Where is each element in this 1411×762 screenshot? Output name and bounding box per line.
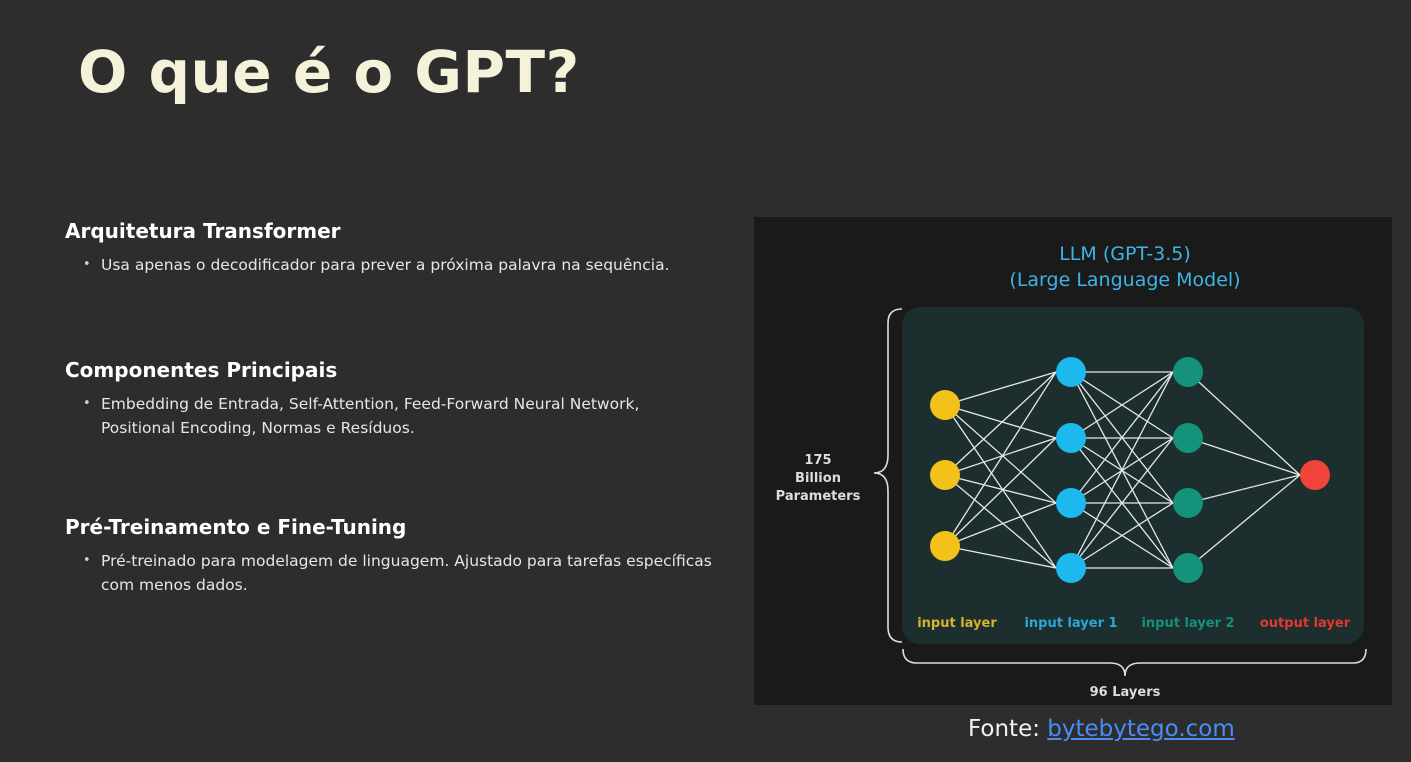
diagram-title-line2: (Large Language Model) xyxy=(1009,269,1240,291)
slide-title: O que é o GPT? xyxy=(78,38,580,106)
network-edge xyxy=(1187,371,1301,476)
section-components: Componentes Principais • Embedding de Ent… xyxy=(65,358,715,440)
network-edge xyxy=(944,371,1057,476)
network-edge xyxy=(944,474,1057,569)
section-heading: Componentes Principais xyxy=(65,358,338,382)
bullet-list: • Usa apenas o decodificador para prever … xyxy=(65,253,715,277)
hidden-layer-1-node xyxy=(1056,357,1086,387)
hidden-layer-1-node xyxy=(1056,423,1086,453)
output-layer-node xyxy=(1300,460,1330,490)
bullet-list: • Pré-treinado para modelagem de linguage… xyxy=(65,549,715,597)
network-edge xyxy=(944,371,1057,547)
network-edge xyxy=(1070,502,1174,569)
hidden-layer-2-node xyxy=(1173,488,1203,518)
list-item: • Pré-treinado para modelagem de linguage… xyxy=(83,549,715,597)
network-edge xyxy=(1070,371,1174,569)
source-link[interactable]: bytebytego.com xyxy=(1047,716,1235,742)
bullet-icon: • xyxy=(83,257,91,272)
hidden-layer-2-node xyxy=(1173,357,1203,387)
network-edge xyxy=(944,437,1057,547)
bullet-icon: • xyxy=(83,553,91,568)
section-heading: Arquitetura Transformer xyxy=(65,219,341,243)
network-edge xyxy=(944,474,1057,504)
input-layer-node xyxy=(930,460,960,490)
network-edge xyxy=(1187,437,1301,476)
section-transformer: Arquitetura Transformer • Usa apenas o de… xyxy=(65,219,715,277)
hidden-layer-2-node xyxy=(1173,423,1203,453)
network-edge xyxy=(1070,371,1174,439)
params-brace xyxy=(873,308,903,643)
network-edge xyxy=(944,404,1057,569)
bullet-text: Usa apenas o decodificador para prever a… xyxy=(101,256,670,274)
layer-label-hidden1: input layer 1 xyxy=(1024,616,1117,631)
network-edge xyxy=(944,371,1057,406)
bullet-list: • Embedding de Entrada, Self-Attention, F… xyxy=(65,392,715,440)
neural-network-figure: LLM (GPT-3.5) (Large Language Model) 175… xyxy=(776,243,1367,700)
network-nodes xyxy=(930,357,1330,583)
network-edge xyxy=(944,404,1057,504)
input-layer-node xyxy=(930,531,960,561)
section-pretraining: Pré-Treinamento e Fine-Tuning • Pré-trein… xyxy=(65,515,715,597)
hidden-layer-2-node xyxy=(1173,553,1203,583)
list-item: • Embedding de Entrada, Self-Attention, F… xyxy=(83,392,715,440)
network-edge xyxy=(1187,474,1301,504)
params-line1: 175 xyxy=(804,453,831,468)
network-edges xyxy=(944,371,1301,569)
layer-label-input: input layer xyxy=(917,616,997,631)
input-layer-node xyxy=(930,390,960,420)
network-panel xyxy=(902,307,1364,644)
network-edge xyxy=(1187,474,1301,569)
layer-label-hidden2: input layer 2 xyxy=(1141,616,1234,631)
network-edge xyxy=(944,545,1057,569)
section-heading: Pré-Treinamento e Fine-Tuning xyxy=(65,515,407,539)
network-edge xyxy=(1070,437,1174,569)
llm-diagram: LLM (GPT-3.5) (Large Language Model) 175… xyxy=(754,217,1392,705)
hidden-layer-1-node xyxy=(1056,488,1086,518)
network-edge xyxy=(1070,371,1174,504)
bullet-text: Embedding de Entrada, Self-Attention, Fe… xyxy=(101,395,640,437)
bullet-icon: • xyxy=(83,396,91,411)
layer-label-output: output layer xyxy=(1260,616,1351,631)
network-edge xyxy=(944,437,1057,476)
diagram-title-line1: LLM (GPT-3.5) xyxy=(1059,243,1191,265)
source-credit: Fonte: bytebytego.com xyxy=(968,716,1235,742)
network-edge xyxy=(944,502,1057,547)
params-line2: Billion xyxy=(795,471,841,486)
source-prefix: Fonte: xyxy=(968,716,1048,742)
list-item: • Usa apenas o decodificador para prever … xyxy=(83,253,715,277)
network-edge xyxy=(944,404,1057,439)
layers-brace xyxy=(902,648,1367,677)
params-line3: Parameters xyxy=(776,489,861,504)
hidden-layer-1-node xyxy=(1056,553,1086,583)
bullet-text: Pré-treinado para modelagem de linguagem… xyxy=(101,552,712,594)
layers-label: 96 Layers xyxy=(1090,685,1161,700)
